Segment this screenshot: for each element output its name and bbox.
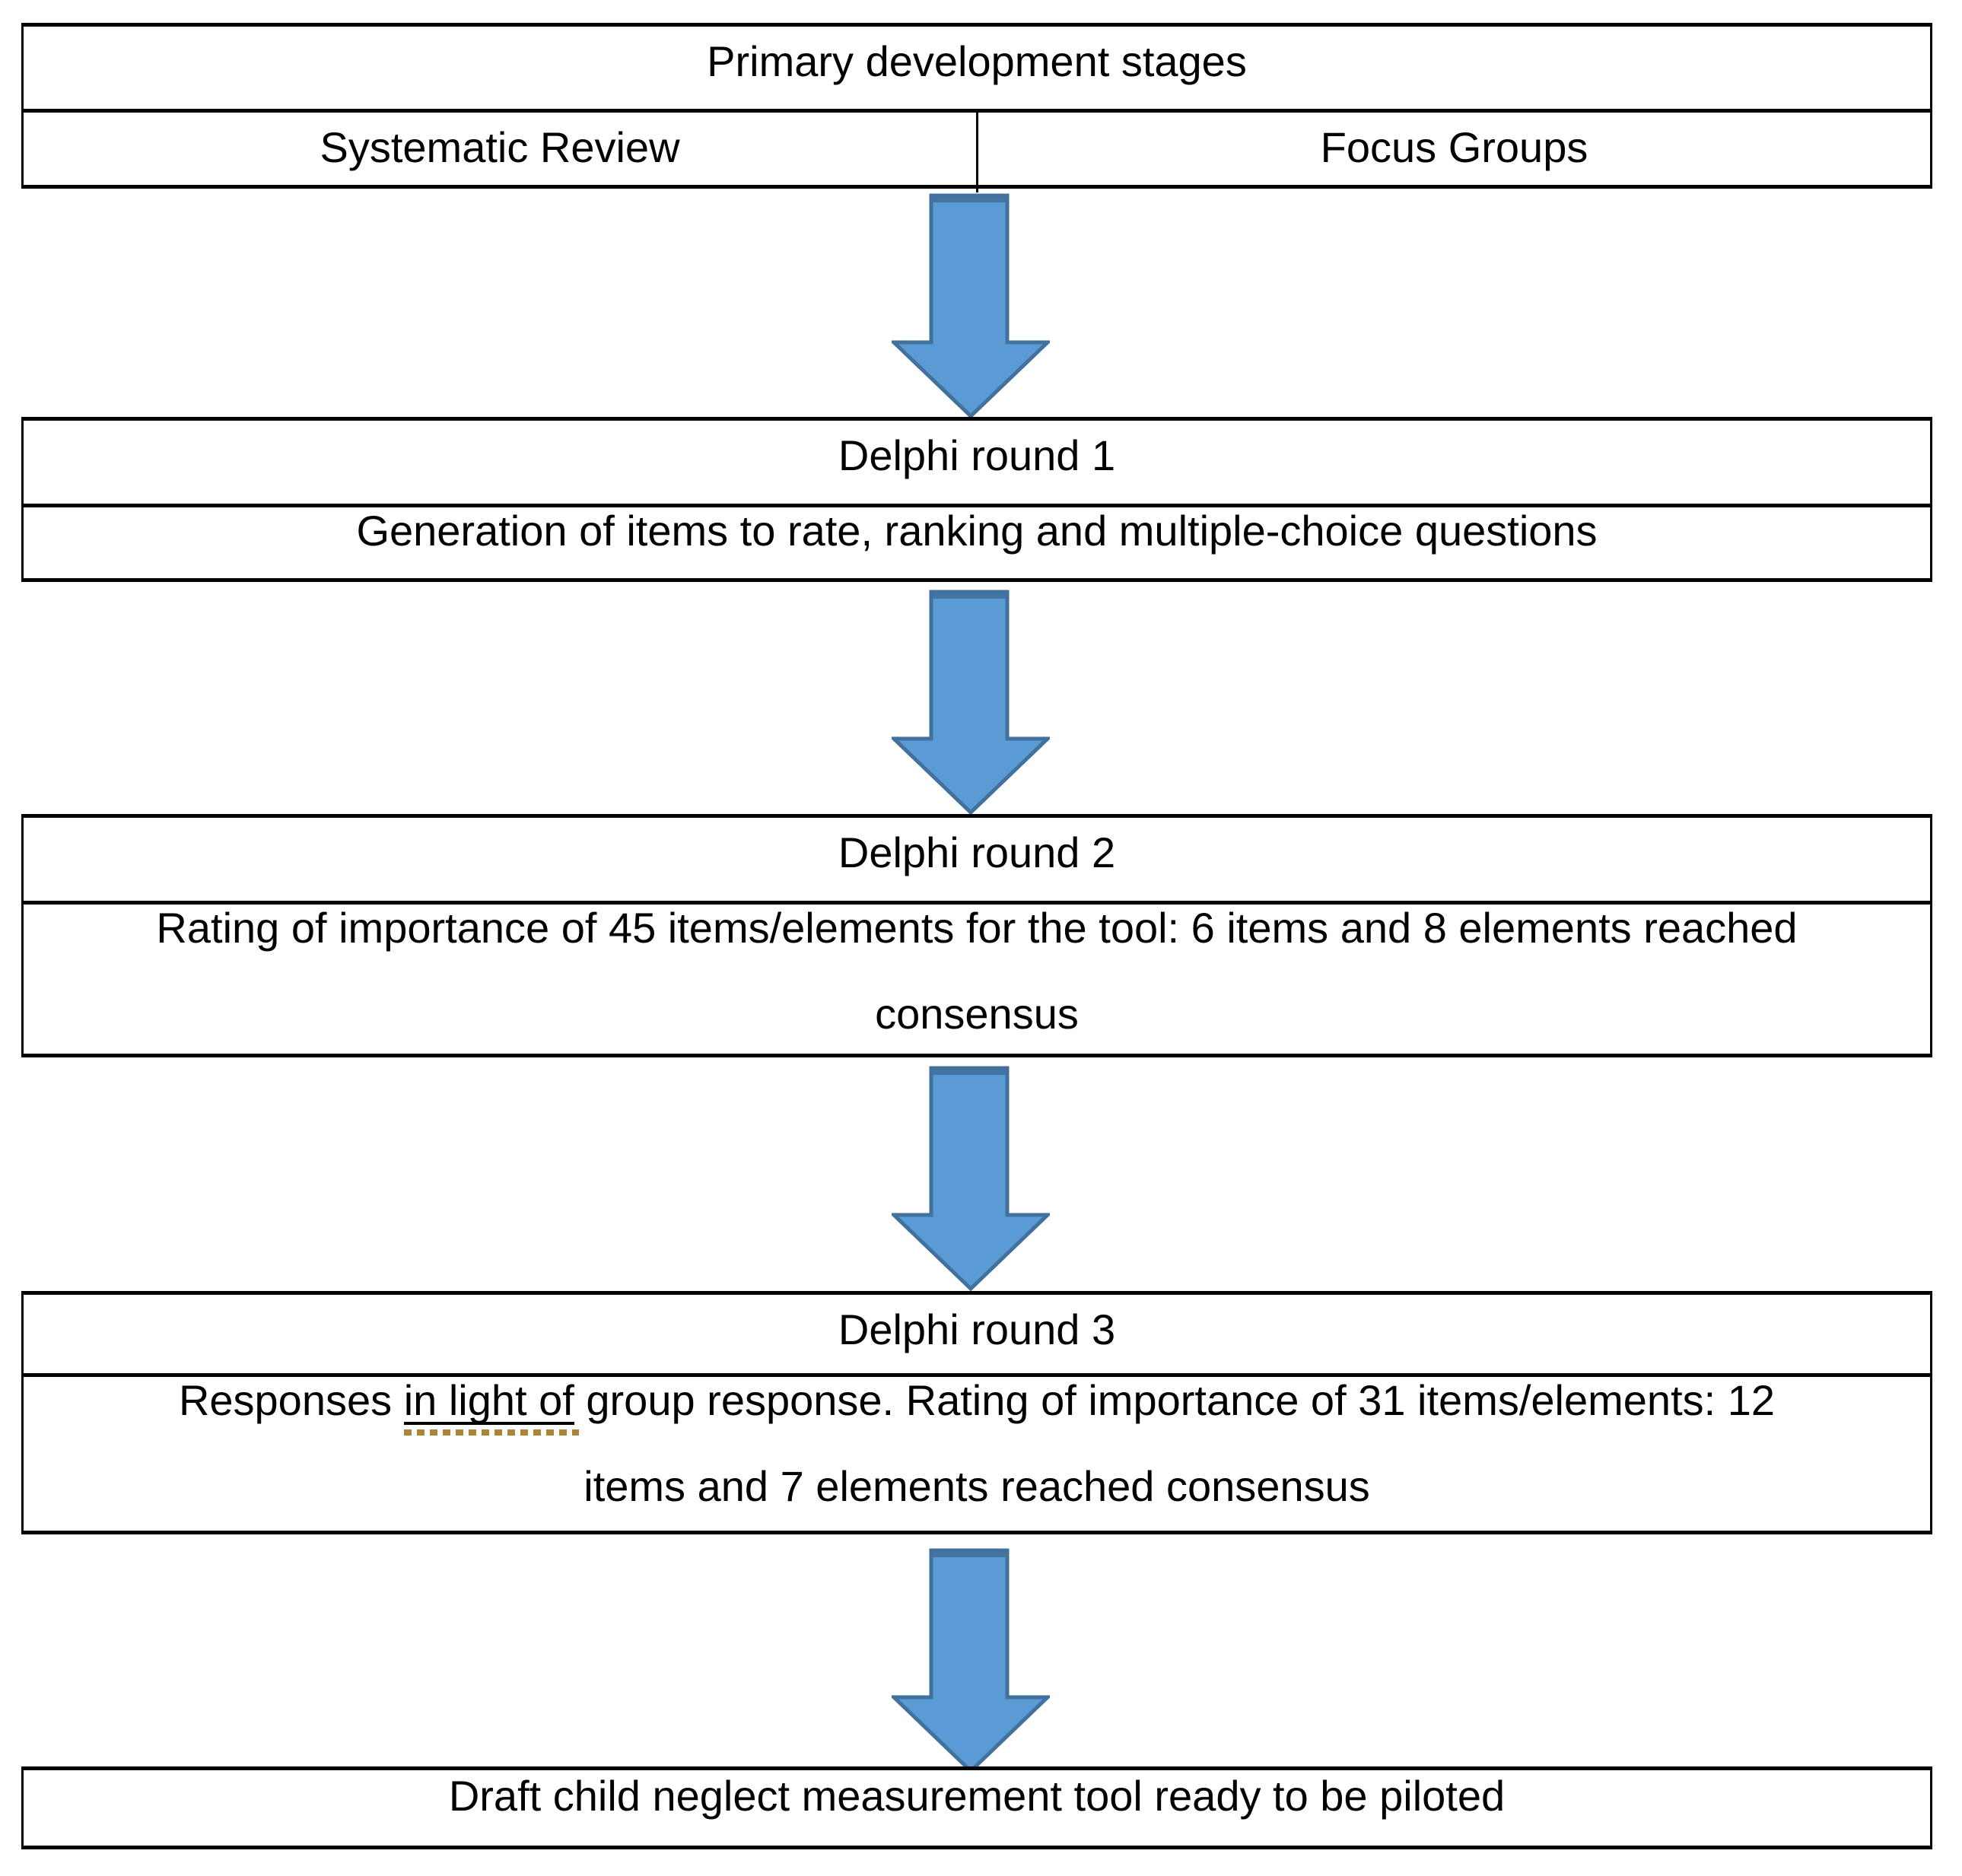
delphi-round-3-description-line1: Responses in light of group response. Ra… bbox=[24, 1376, 1930, 1443]
primary-stages-box: Primary development stages Systematic Re… bbox=[21, 23, 1932, 192]
down-arrow-shape bbox=[889, 1548, 1053, 1774]
down-arrow-icon-3 bbox=[889, 1064, 1053, 1292]
delphi-round-2-body: Rating of importance of 45 items/element… bbox=[24, 901, 1930, 1054]
delphi-round-1-box: Delphi round 1 Generation of items to ra… bbox=[21, 417, 1932, 582]
delphi-round-1-header: Delphi round 1 bbox=[24, 421, 1930, 504]
delphi-round-2-box: Delphi round 2 Rating of importance of 4… bbox=[21, 814, 1932, 1057]
primary-stages-columns: Systematic Review Focus Groups bbox=[24, 109, 1930, 192]
arrow-polygon bbox=[889, 1066, 1053, 1292]
delphi-round-2-description-line1: Rating of importance of 45 items/element… bbox=[156, 904, 1798, 952]
delphi-round-3-description-line2: items and 7 elements reached consensus bbox=[584, 1462, 1370, 1510]
delphi-round-2-title: Delphi round 2 bbox=[838, 828, 1116, 876]
grammar-underlined-phrase: in light of bbox=[403, 1376, 579, 1436]
arrow-top-bevel bbox=[930, 194, 1008, 202]
primary-stages-title: Primary development stages bbox=[707, 37, 1247, 85]
arrow-top-bevel bbox=[930, 1067, 1008, 1075]
delphi-round-3-title: Delphi round 3 bbox=[838, 1305, 1116, 1353]
focus-groups-cell: Focus Groups bbox=[976, 113, 1930, 192]
delphi-round-1-description: Generation of items to rate, ranking and… bbox=[356, 507, 1598, 555]
delphi-round-3-box: Delphi round 3 Responses in light of gro… bbox=[21, 1291, 1932, 1534]
down-arrow-icon-1 bbox=[889, 192, 1053, 419]
final-box-text: Draft child neglect measurement tool rea… bbox=[448, 1772, 1506, 1820]
round3-text-after: group response. Rating of importance of … bbox=[574, 1376, 1776, 1424]
down-arrow-shape bbox=[889, 1066, 1053, 1292]
delphi-round-1-title: Delphi round 1 bbox=[838, 431, 1116, 479]
delphi-round-3-header: Delphi round 3 bbox=[24, 1295, 1930, 1373]
final-box-row: Draft child neglect measurement tool rea… bbox=[24, 1770, 1930, 1846]
delphi-round-2-description-line2: consensus bbox=[875, 990, 1079, 1038]
arrow-polygon bbox=[889, 193, 1053, 419]
down-arrow-shape bbox=[889, 590, 1053, 816]
systematic-review-label: Systematic Review bbox=[320, 123, 680, 171]
delphi-round-3-body: Responses in light of group response. Ra… bbox=[24, 1373, 1930, 1531]
arrow-polygon bbox=[889, 1548, 1053, 1774]
down-arrow-icon-2 bbox=[889, 588, 1053, 816]
arrow-polygon bbox=[889, 590, 1053, 816]
delphi-round-1-body: Generation of items to rate, ranking and… bbox=[24, 504, 1930, 578]
delphi-round-2-header: Delphi round 2 bbox=[24, 818, 1930, 901]
down-arrow-shape bbox=[889, 193, 1053, 419]
final-box: Draft child neglect measurement tool rea… bbox=[21, 1766, 1932, 1849]
systematic-review-cell: Systematic Review bbox=[24, 113, 976, 192]
arrow-top-bevel bbox=[930, 590, 1008, 599]
primary-stages-header: Primary development stages bbox=[24, 27, 1930, 109]
round3-text-before: Responses bbox=[178, 1376, 404, 1424]
focus-groups-label: Focus Groups bbox=[1320, 123, 1588, 171]
arrow-top-bevel bbox=[930, 1549, 1008, 1557]
down-arrow-icon-4 bbox=[889, 1547, 1053, 1774]
